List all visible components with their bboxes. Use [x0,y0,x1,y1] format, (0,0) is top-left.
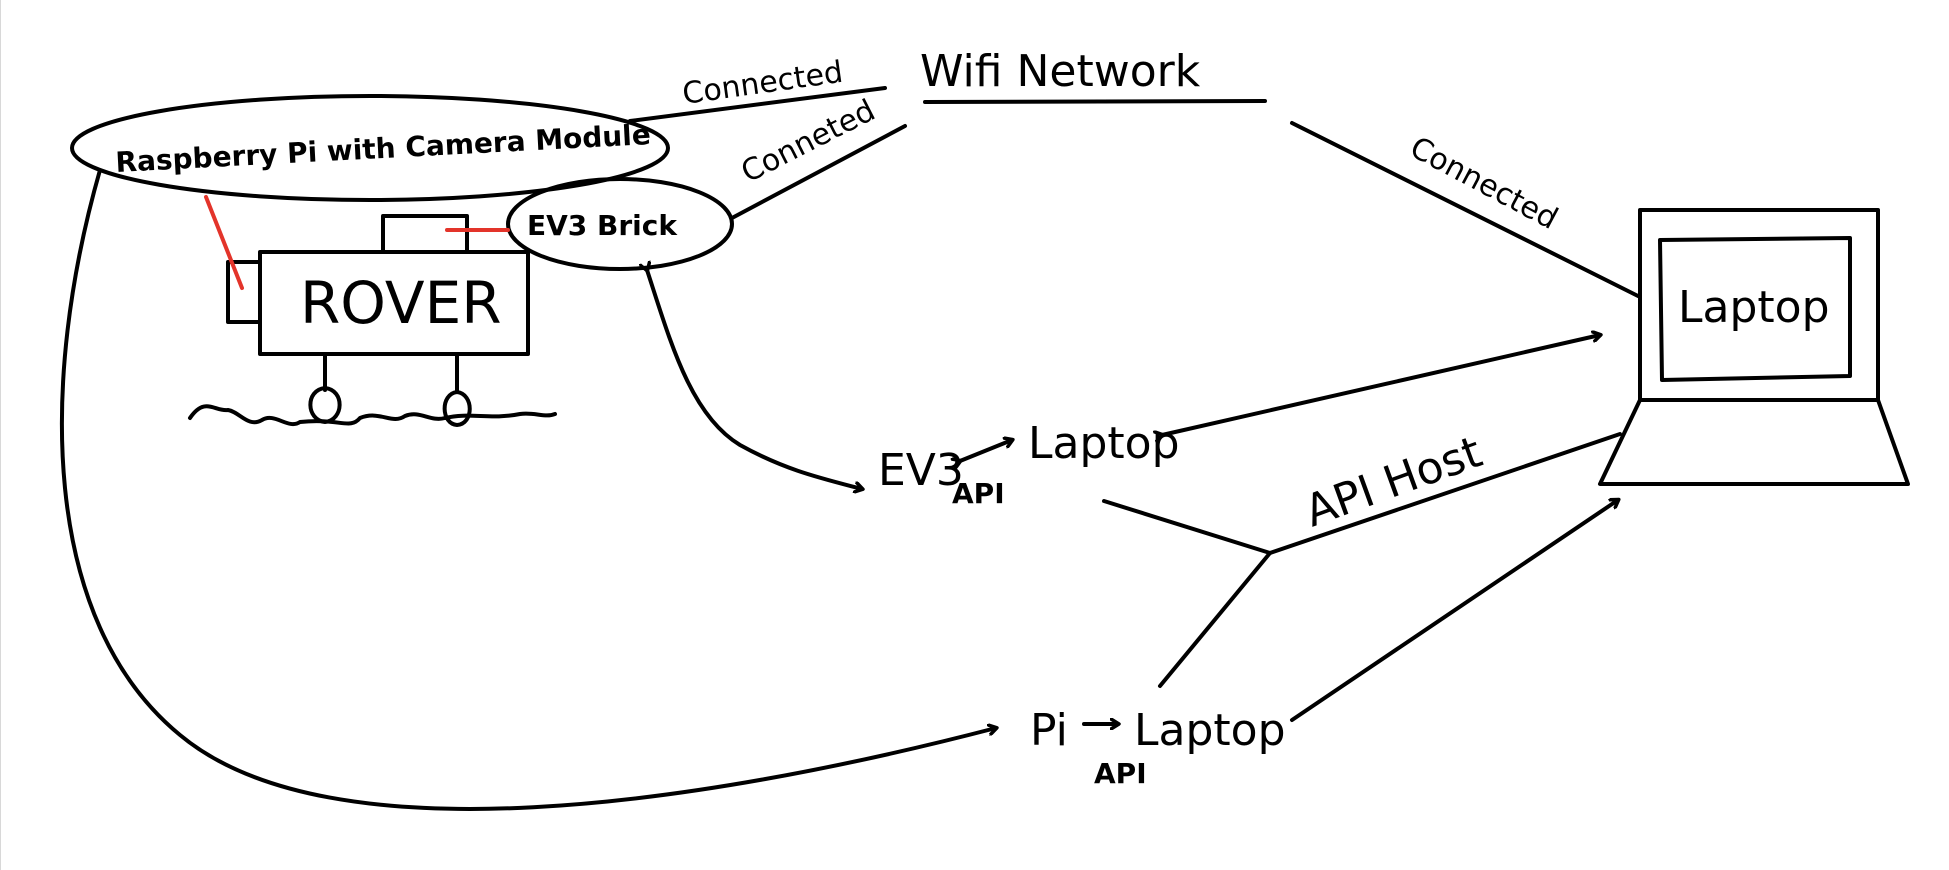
ev3-api-label: API [952,477,1005,510]
pi-api-label: API [1094,757,1147,790]
wifi-underline [923,99,1267,104]
api-host-ev3-branch [1102,499,1272,555]
ev3-laptop-arrow [960,440,1012,461]
laptop-wifi-connection [1290,121,1640,298]
rover-wheel-left [308,386,342,424]
ground-line [188,404,557,426]
rover-label: ROVER [300,269,502,337]
ev3-wifi-connection [730,124,907,220]
pi-mount-line [204,195,244,290]
pi-api-laptop-label: Laptop [1134,705,1286,756]
rover-wheel-right [442,390,472,427]
rover-side-block [226,260,262,324]
pi-api-pi-label: Pi [1030,705,1068,756]
rover-top-block [381,214,469,254]
laptop-base [1598,398,1910,486]
ev3-api-laptop-label: Laptop [1028,418,1180,469]
raspberry-pi-node [70,94,670,202]
laptop-label: Laptop [1678,282,1830,333]
pi-node-api-arrow [59,168,996,811]
api-host-label: API Host [1298,427,1488,538]
api-host-laptop-branch [1268,432,1622,555]
wifi-network-label: Wifi Network [920,46,1201,97]
ev3-api-ev3-label: EV3 [878,445,964,496]
api-host-pi-branch [1158,551,1272,688]
ev3-brick-label: EV3 Brick [527,209,678,242]
ev3-brick-node [506,177,734,271]
left-border [0,0,1,870]
pi-wifi-connection [628,86,887,123]
raspberry-pi-label: Raspberry Pi with Camera Module [115,118,652,179]
ev3-api-laptop-arrow [1162,335,1600,435]
laptop-screen-frame [1638,208,1880,402]
laptop-screen [1658,236,1852,382]
pi-api-laptop-arrow [1290,500,1618,722]
ev3-brick-api-arrow [647,270,862,489]
